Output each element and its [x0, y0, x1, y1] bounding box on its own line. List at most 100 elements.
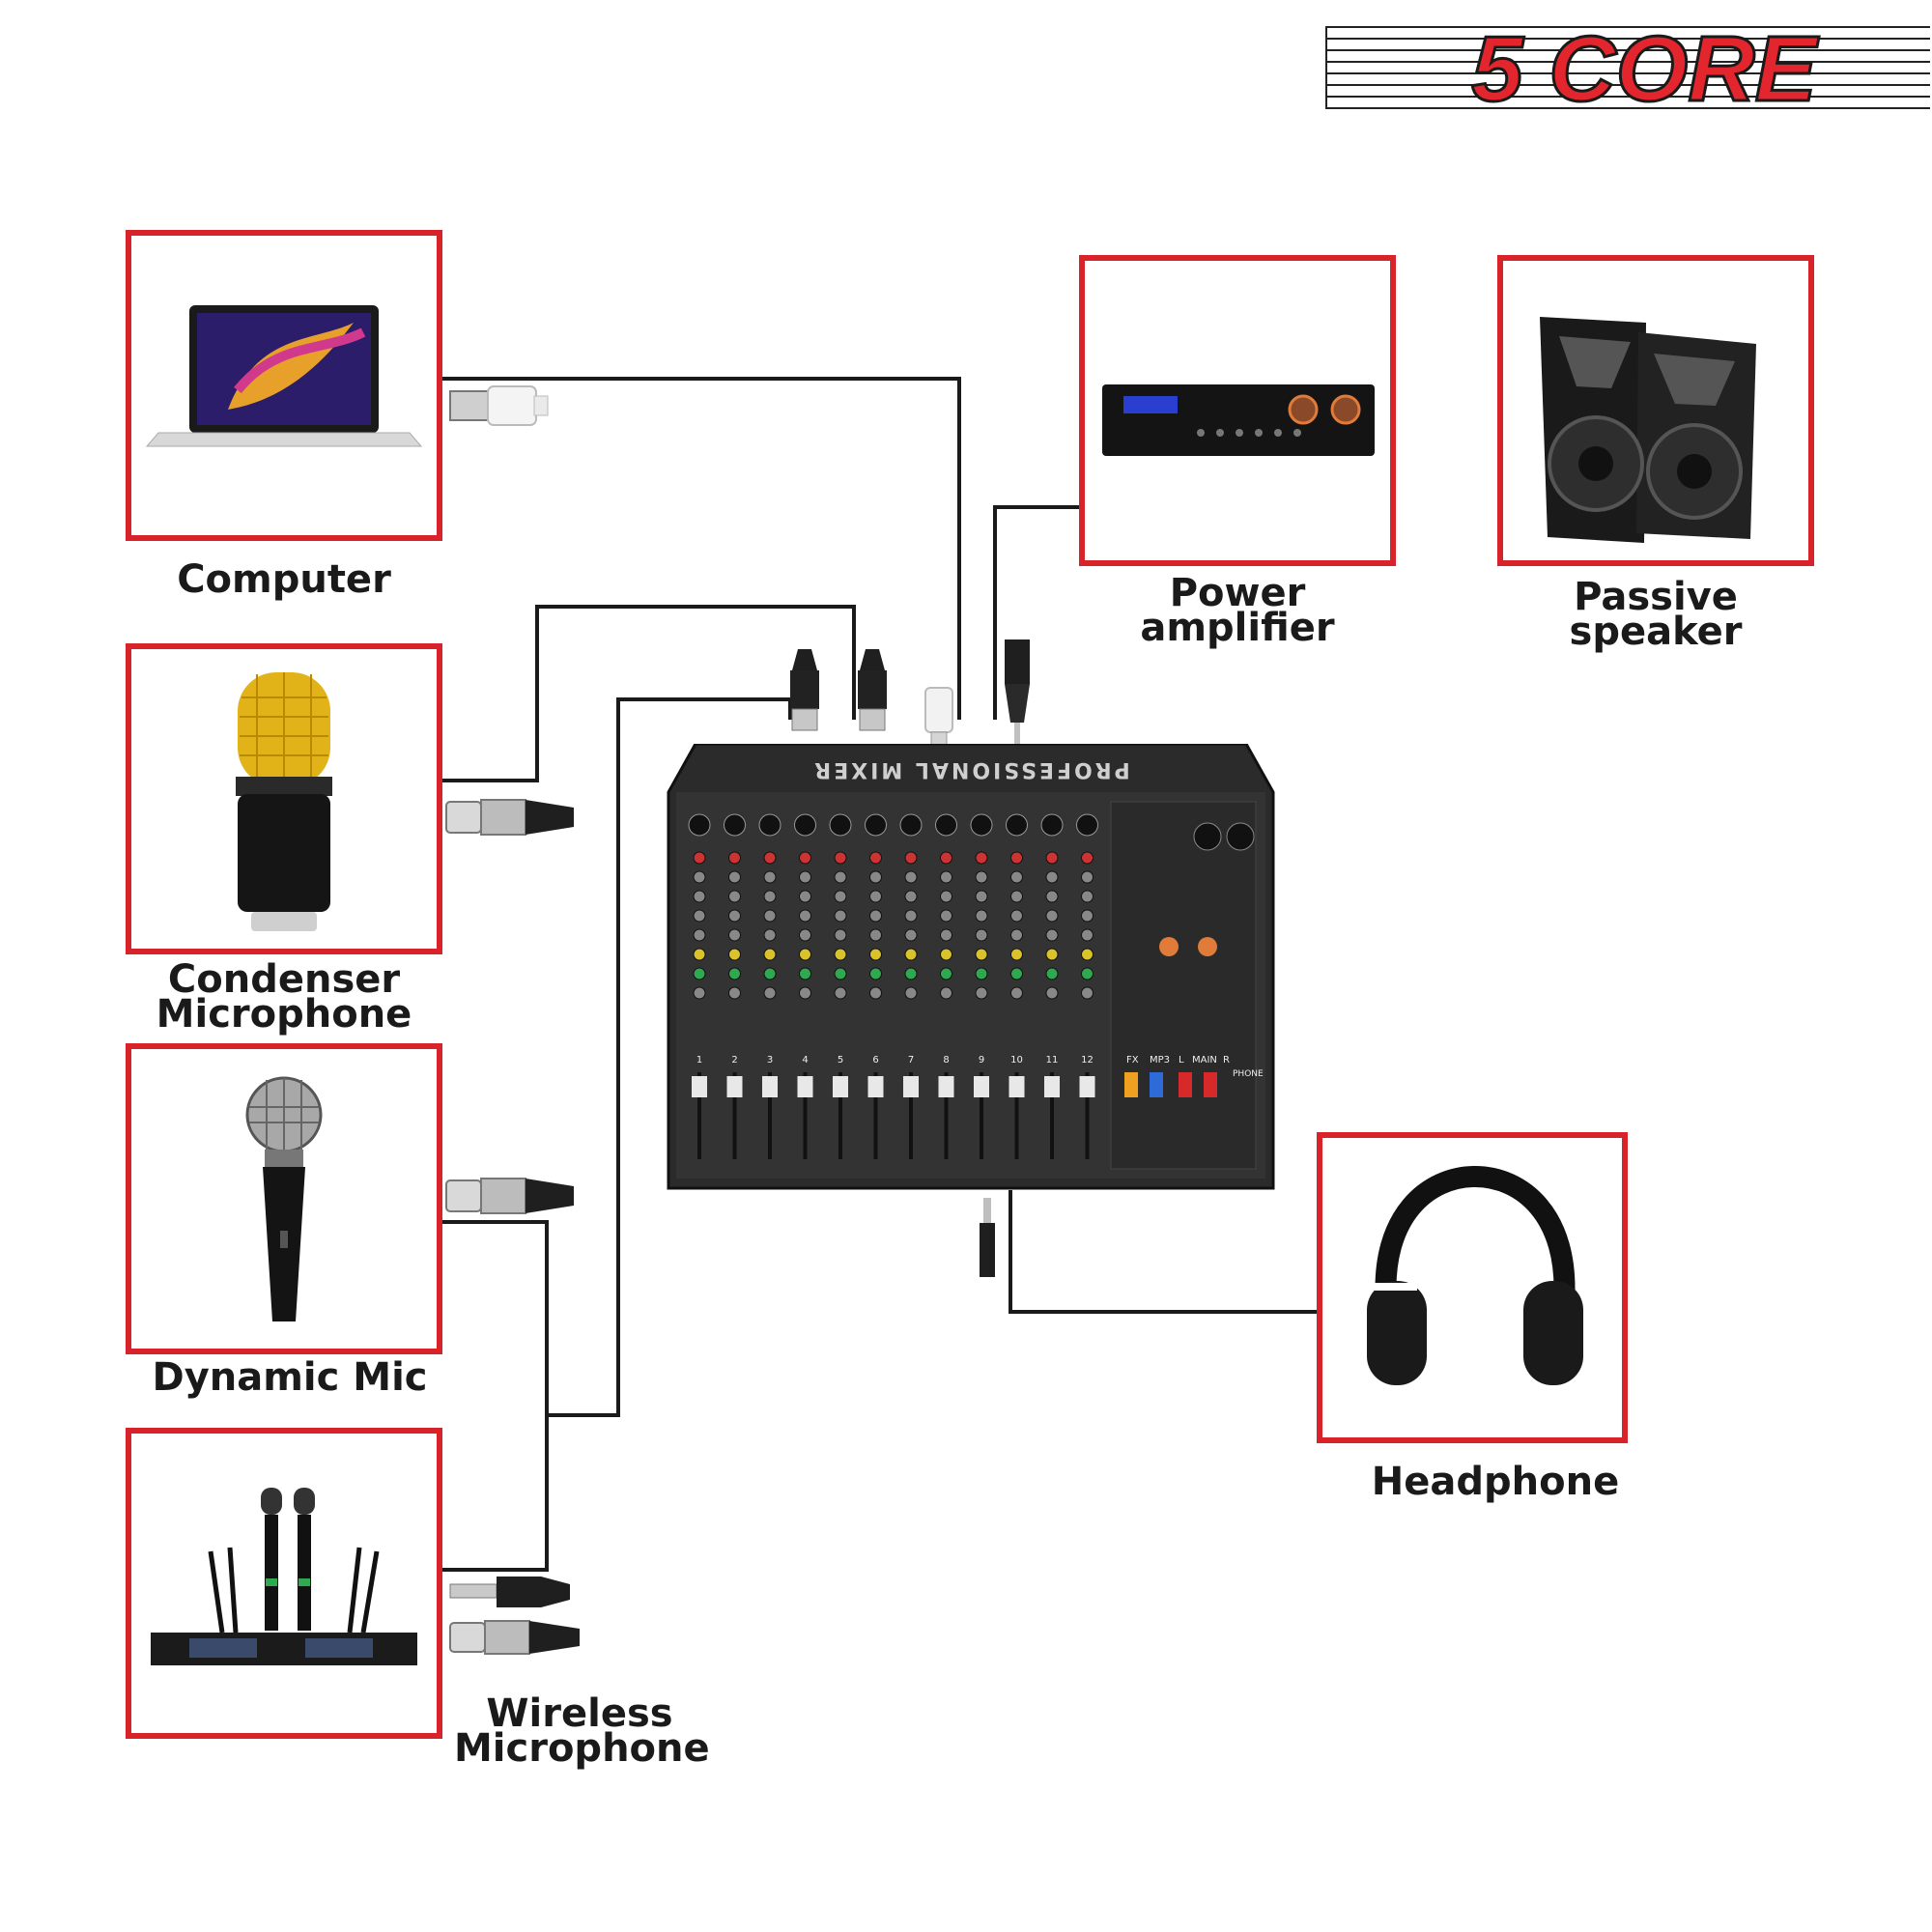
channel-knob [693, 890, 706, 903]
channel-input-jack [829, 813, 852, 837]
power-amplifier-icon [1102, 384, 1375, 456]
channel-knob [799, 986, 811, 1000]
channel-knob [1081, 948, 1094, 961]
fader-track [873, 1072, 878, 1159]
channel-knob [869, 986, 882, 1000]
channel-knob [1010, 890, 1023, 903]
channel-knob [1081, 909, 1094, 923]
fader-cap [692, 1076, 707, 1097]
channel-knob [975, 986, 988, 1000]
mixer-channel-strip: 8 [935, 813, 957, 1159]
channel-knob [693, 967, 706, 980]
xlr-plug-top-2-icon [858, 649, 887, 731]
channel-knob [728, 909, 741, 923]
channel-input-jack [724, 813, 746, 837]
channel-knob [763, 928, 777, 942]
channel-knob [904, 986, 918, 1000]
channel-knob [1081, 851, 1094, 865]
channel-knob [1045, 909, 1059, 923]
channel-knob [693, 909, 706, 923]
channel-knob [1081, 870, 1094, 884]
dynamic-mic-label: Dynamic Mic [152, 1355, 428, 1400]
channel-knob [763, 909, 777, 923]
amplifier-frame [1079, 255, 1396, 566]
fader-cap [1079, 1076, 1095, 1097]
condenser-mic-label: Condenser Microphone [156, 957, 412, 1037]
channel-knob [1010, 870, 1023, 884]
channel-knob [1081, 928, 1094, 942]
fader-track [768, 1072, 772, 1159]
laptop-icon [145, 305, 423, 447]
wireless-receiver-icon [151, 1488, 417, 1665]
channel-knob [975, 890, 988, 903]
channel-knob [869, 909, 882, 923]
channel-knob [728, 967, 741, 980]
channel-number: 6 [872, 1055, 878, 1065]
channel-knob [763, 948, 777, 961]
fader-track [697, 1072, 701, 1159]
channel-knob [693, 986, 706, 1000]
channel-knob [693, 928, 706, 942]
fader-cap [833, 1076, 848, 1097]
fader-track [1085, 1072, 1090, 1159]
channel-knob [975, 909, 988, 923]
channel-number: 5 [838, 1055, 843, 1065]
channel-knob [763, 967, 777, 980]
xlr-plug-top-1-icon [790, 649, 819, 731]
master-label-main: MAIN [1192, 1055, 1217, 1065]
channel-knob [869, 851, 882, 865]
mixer-channel-strip: 12 [1076, 813, 1098, 1159]
channel-knob [1010, 967, 1023, 980]
channel-knob [1010, 851, 1023, 865]
xlr-plug-condenser-icon [445, 799, 574, 836]
channel-number: 7 [908, 1055, 914, 1065]
fader-cap [762, 1076, 778, 1097]
speaker-frame [1497, 255, 1814, 566]
fader-cap [974, 1076, 989, 1097]
channel-knob [975, 851, 988, 865]
channel-knob [869, 948, 882, 961]
channel-knob [1010, 948, 1023, 961]
channel-knob [904, 967, 918, 980]
channel-input-jack [1040, 813, 1064, 837]
mixer-channel-strip: 5 [829, 813, 852, 1159]
channel-number: 11 [1046, 1055, 1059, 1065]
mixer-channel-strip: 10 [1006, 813, 1028, 1159]
channel-input-jack [865, 813, 887, 837]
amplifier-label: Power amplifier [1140, 571, 1335, 650]
channel-knob [1045, 870, 1059, 884]
channel-knob [1010, 986, 1023, 1000]
channel-input-jack [758, 813, 781, 837]
channel-knob [799, 967, 811, 980]
channel-knob [975, 948, 988, 961]
channel-knob [693, 948, 706, 961]
channel-knob [799, 928, 811, 942]
channel-knob [763, 851, 777, 865]
channel-knob [728, 928, 741, 942]
fader-cap [1044, 1076, 1060, 1097]
channel-knob [1081, 967, 1094, 980]
channel-number: 10 [1010, 1055, 1023, 1065]
usb-cable [442, 377, 961, 720]
jack-plug-top-icon [1005, 639, 1030, 748]
channel-knob [799, 890, 811, 903]
mixer-channel-strip: 4 [794, 813, 816, 1159]
channel-knob [799, 851, 811, 865]
master-label-mp3: MP3 [1150, 1055, 1170, 1065]
usb-plug-top-icon [924, 687, 953, 747]
channel-knob [1010, 928, 1023, 942]
mixer-channel-strip: 2 [724, 813, 746, 1159]
fader-cap [903, 1076, 919, 1097]
mixer-channel-strip: 6 [865, 813, 887, 1159]
channel-input-jack [1006, 813, 1028, 837]
channel-knob [940, 909, 952, 923]
channel-knob [940, 870, 952, 884]
channel-number: 2 [731, 1055, 737, 1065]
channel-knob [1045, 948, 1059, 961]
computer-label: Computer [177, 557, 391, 602]
master-label-r: R [1223, 1055, 1230, 1065]
fader-track [732, 1072, 737, 1159]
xlr-plug-wireless-icon [449, 1620, 580, 1655]
channel-knob [799, 870, 811, 884]
condenser-cable [442, 605, 856, 782]
